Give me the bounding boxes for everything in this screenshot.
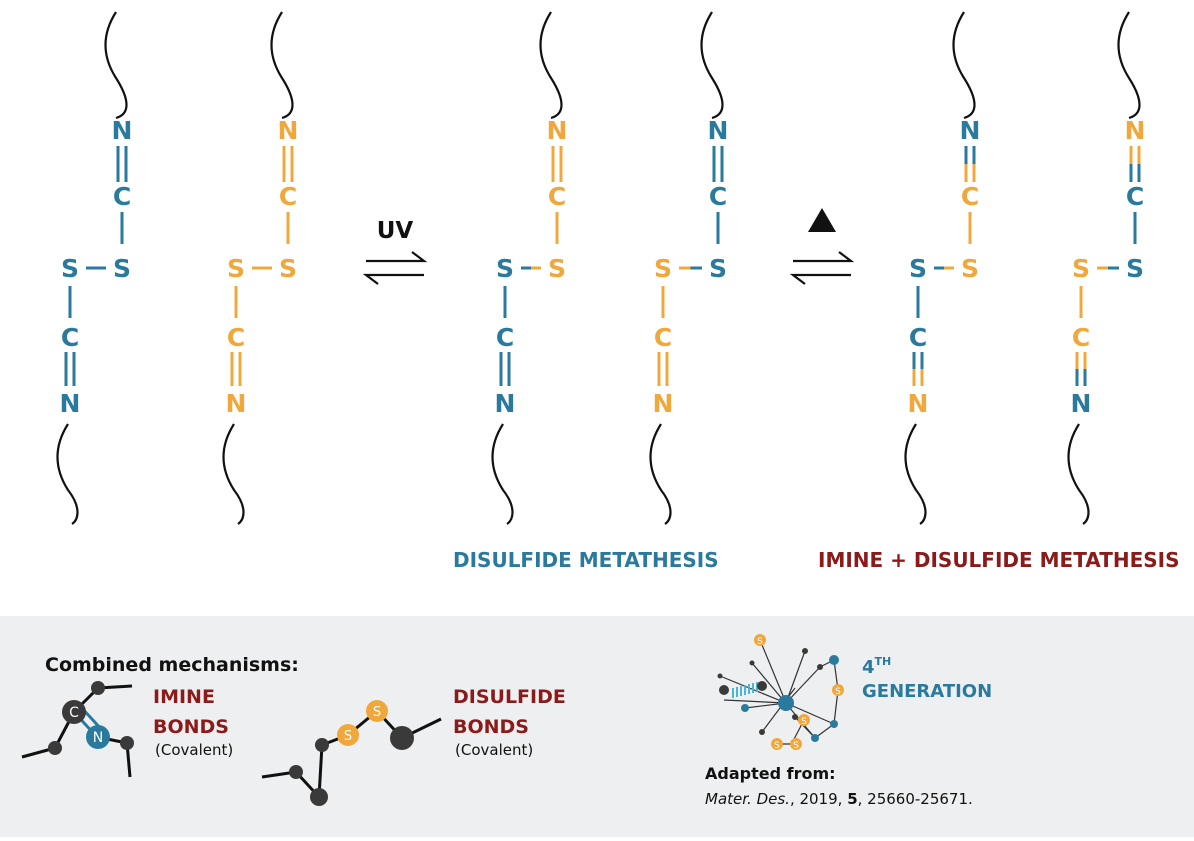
atom-c-bot: C [909,323,927,352]
atom-n-top: N [960,116,981,145]
atom-s-right: S [279,254,297,283]
imine-label-line1: IMINE [153,686,215,708]
reference-heading: Adapted from: [705,764,836,783]
caption-imine-disulfide-metathesis: IMINE + DISULFIDE METATHESIS [818,548,1180,572]
generation-number-value: 4 [862,657,875,678]
atom-n-top: N [1125,116,1146,145]
atom-c-bot: C [1072,323,1090,352]
reference-pages: , 25660-25671. [858,790,973,808]
atom-s-right: S [1126,254,1144,283]
atom-c-bot: C [61,323,79,352]
atom-n-bot: N [60,389,81,418]
disulfide-bond-icon: S S [261,700,442,806]
atom-n-top: N [708,116,729,145]
network-icon: S S S S S [717,634,844,751]
atom-n-top: N [547,116,568,145]
atom-c-bot: C [654,323,672,352]
atom-s-left: S [909,254,927,283]
disulfide-covalent-note: (Covalent) [455,741,533,759]
atom-n-bot: N [495,389,516,418]
svg-text:S: S [774,741,780,751]
uv-equilibrium-arrow [362,251,428,285]
reaction-scheme: N C S S C N N C S S C N N C S S C N N C S S C N N C S S C N N C S S C N [56,10,1146,526]
atom-c-top: C [1126,182,1144,211]
atom-n-bot: N [226,389,247,418]
reference-journal: Mater. Des. [705,790,790,808]
imine-label-line2: BONDS [153,716,229,738]
atom-s-right: S [961,254,979,283]
heat-triangle-icon [808,208,836,232]
atom-n-bot: N [908,389,929,418]
heat-equilibrium-arrow [789,251,855,285]
atom-n-top: N [278,116,299,145]
atom-s-left: S [1072,254,1090,283]
imine-bond-icon: C N [21,681,134,778]
reference-citation: Mater. Des., 2019, 5, 25660-25671. [705,790,973,808]
reference-volume: 5 [847,790,857,808]
generation-number: 4TH [862,655,891,678]
atom-c-top: C [279,182,297,211]
svg-text:S: S [757,637,763,647]
atom-s-left: S [654,254,672,283]
svg-text:S: S [793,741,799,751]
atom-s-right: S [548,254,566,283]
svg-text:S: S [801,717,807,727]
atom-c-top: C [548,182,566,211]
panel-heading: Combined mechanisms: [45,654,299,676]
mechanisms-panel [0,616,1194,837]
svg-text:S: S [344,729,352,744]
atom-s-left: S [496,254,514,283]
atom-s-left: S [227,254,245,283]
atom-c-top: C [961,182,979,211]
atom-s-right: S [113,254,131,283]
disulfide-label-line2: BONDS [453,716,529,738]
atom-c-bot: C [227,323,245,352]
caption-disulfide-metathesis: DISULFIDE METATHESIS [453,548,719,572]
disulfide-label-line1: DISULFIDE [453,686,566,708]
atom-s-left: S [61,254,79,283]
atom-n-bot: N [1071,389,1092,418]
svg-text:C: C [69,705,79,721]
atom-c-bot: C [496,323,514,352]
generation-superscript: TH [875,655,892,668]
uv-label: UV [377,218,414,244]
svg-text:S: S [373,705,381,720]
atom-n-top: N [112,116,133,145]
reference-year: , 2019, [790,790,847,808]
svg-text:S: S [835,687,841,697]
atom-c-top: C [709,182,727,211]
atom-s-right: S [709,254,727,283]
imine-covalent-note: (Covalent) [155,741,233,759]
atom-c-top: C [113,182,131,211]
generation-label: GENERATION [862,681,992,702]
atom-n-bot: N [653,389,674,418]
svg-text:N: N [93,730,103,746]
